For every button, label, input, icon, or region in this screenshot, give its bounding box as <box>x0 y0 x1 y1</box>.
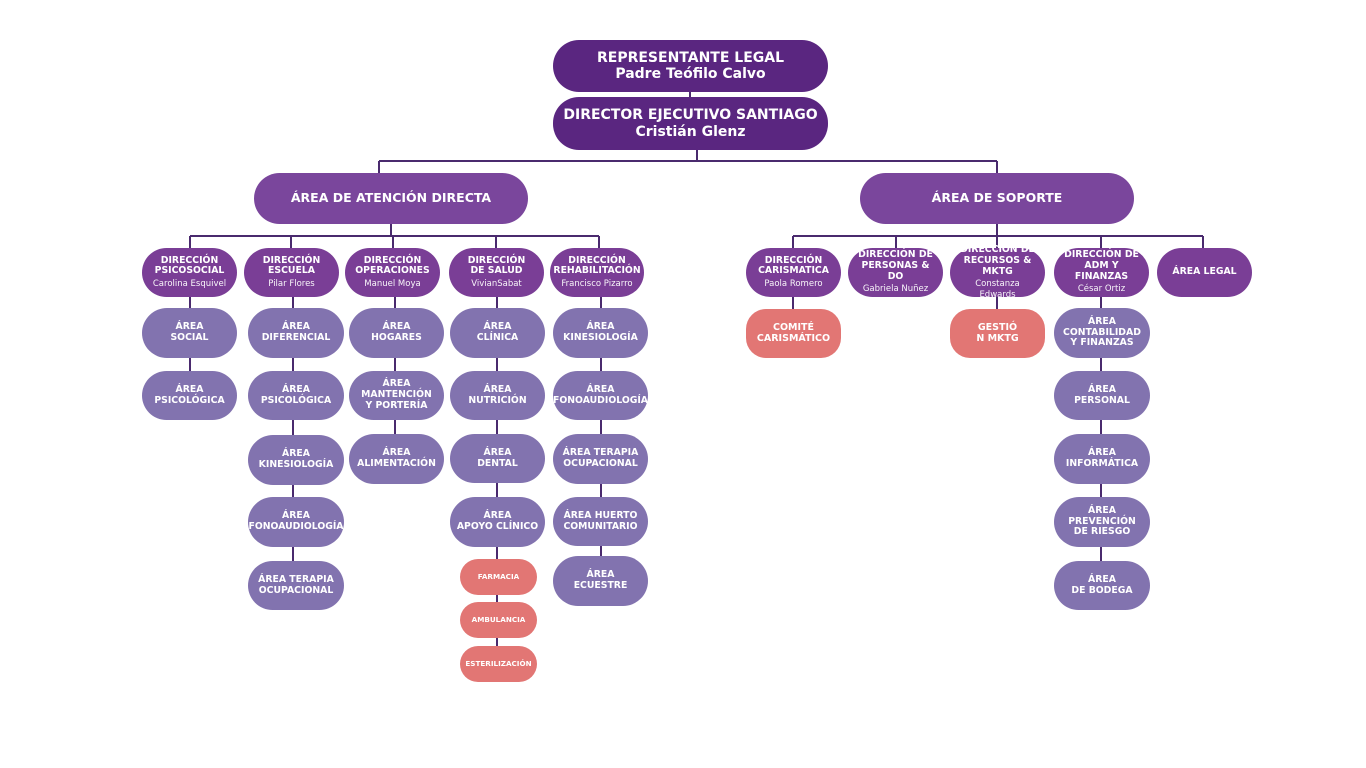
unit-label: ÁREA KINESIOLOGÍA <box>258 448 334 470</box>
unit-rehab-fonoaudiologia: ÁREA FONOAUDIOLOGÍA <box>553 371 648 420</box>
unit-escuela-kinesiologia: ÁREA KINESIOLOGÍA <box>248 435 344 485</box>
unit-label: ÁREA SOCIAL <box>170 321 209 343</box>
direccion-recursos-mktg-title: DIRECCIÓN DE RECURSOS & MKTG <box>960 244 1035 277</box>
direccion-rehabilitacion-title: DIRECCIÓN REHABILITACIÓN <box>553 254 641 277</box>
unit-rehab-kinesiologia: ÁREA KINESIOLOGÍA <box>553 308 648 358</box>
direccion-operaciones: DIRECCIÓN OPERACIONES Manuel Moya <box>345 248 440 297</box>
unit-finanzas-personal: ÁREA PERSONAL <box>1054 371 1150 420</box>
unit-salud-dental: ÁREA DENTAL <box>450 434 545 483</box>
unit-label: ÁREA DENTAL <box>477 446 518 469</box>
subunit-ambulancia: AMBULANCIA <box>460 602 537 638</box>
unit-finanzas-bodega: ÁREA DE BODEGA <box>1054 561 1150 610</box>
direccion-escuela: DIRECCIÓN ESCUELA Pilar Flores <box>244 248 339 297</box>
area-soporte-label: ÁREA DE SOPORTE <box>931 190 1063 206</box>
area-soporte: ÁREA DE SOPORTE <box>860 173 1134 224</box>
area-atencion-directa-label: ÁREA DE ATENCIÓN DIRECTA <box>290 190 492 206</box>
unit-operaciones-mantencion: ÁREA MANTENCIÓN Y PORTERÍA <box>349 371 444 420</box>
unit-label: ÁREA FONOAUDIOLOGÍA <box>553 383 649 406</box>
direccion-carismatica-person: Paola Romero <box>764 279 823 290</box>
direccion-rehabilitacion: DIRECCIÓN REHABILITACIÓN Francisco Pizar… <box>550 248 644 297</box>
unit-psicosocial-psicologica: ÁREA PSICOLÓGICA <box>142 371 237 420</box>
representante-legal-person: Padre Teófilo Calvo <box>615 66 766 82</box>
unit-salud-clinica: ÁREA CLÍNICA <box>450 308 545 358</box>
subunit-label: FARMACIA <box>477 571 520 581</box>
unit-label: ÁREA PERSONAL <box>1074 383 1130 406</box>
direccion-operaciones-title: DIRECCIÓN OPERACIONES <box>355 254 430 277</box>
unit-finanzas-prevencion-riesgo: ÁREA PREVENCIÓN DE RIESGO <box>1054 497 1150 547</box>
subunit-gestion-mktg: GESTIÓ N MKTG <box>950 309 1045 358</box>
unit-label: ÁREA ALIMENTACIÓN <box>357 447 436 469</box>
unit-label: ÁREA ECUESTRE <box>573 569 628 591</box>
unit-label: ÁREA HUERTO COMUNITARIO <box>563 509 638 532</box>
unit-rehab-terapia-ocupacional: ÁREA TERAPIA OCUPACIONAL <box>553 434 648 484</box>
unit-finanzas-informatica: ÁREA INFORMÁTICA <box>1054 434 1150 484</box>
direccion-salud-person: VivianSabat <box>471 279 522 290</box>
direccion-personas-title: DIRECCIÓN DE PERSONAS & DO <box>858 249 933 282</box>
direccion-recursos-mktg-person: Constanza Edwards <box>975 279 1020 300</box>
direccion-operaciones-person: Manuel Moya <box>364 279 421 290</box>
direccion-adm-finanzas: DIRECCIÓN DE ADM Y FINANZAS César Ortiz <box>1054 248 1149 297</box>
direccion-carismatica: DIRECCIÓN CARISMATICA Paola Romero <box>746 248 841 297</box>
area-atencion-directa: ÁREA DE ATENCIÓN DIRECTA <box>254 173 528 224</box>
director-ejecutivo-title: DIRECTOR EJECUTIVO SANTIAGO <box>563 107 818 124</box>
direccion-personas-person: Gabriela Nuñez <box>862 284 929 295</box>
area-legal: ÁREA LEGAL <box>1157 248 1252 297</box>
unit-label: ÁREA PSICOLÓGICA <box>260 383 332 406</box>
unit-label: ÁREA NUTRICIÓN <box>468 383 527 406</box>
unit-label: ÁREA TERAPIA OCUPACIONAL <box>562 447 639 469</box>
unit-label: ÁREA DIFERENCIAL <box>261 321 331 343</box>
unit-rehab-ecuestre: ÁREA ECUESTRE <box>553 556 648 606</box>
representante-legal-title: REPRESENTANTE LEGAL <box>596 49 785 66</box>
unit-salud-nutricion: ÁREA NUTRICIÓN <box>450 371 545 420</box>
unit-escuela-diferencial: ÁREA DIFERENCIAL <box>248 308 344 358</box>
direccion-psicosocial: DIRECCIÓN PSICOSOCIAL Carolina Esquivel <box>142 248 237 297</box>
subunit-comite-carismatico: COMITÉ CARISMÁTICO <box>746 309 841 358</box>
unit-label: ÁREA CONTABILIDAD Y FINANZAS <box>1063 315 1141 349</box>
unit-label: ÁREA FONOAUDIOLOGÍA <box>248 510 344 532</box>
unit-label: ÁREA INFORMÁTICA <box>1065 447 1139 469</box>
unit-label: ÁREA APOYO CLÍNICO <box>456 510 539 532</box>
unit-psicosocial-social: ÁREA SOCIAL <box>142 308 237 358</box>
subunit-label: ESTERILIZACIÓN <box>465 658 532 668</box>
direccion-rehabilitacion-person: Francisco Pizarro <box>561 279 633 290</box>
director-ejecutivo-person: Cristián Glenz <box>635 123 746 140</box>
subunit-esterilizacion: ESTERILIZACIÓN <box>460 646 537 682</box>
subunit-label: COMITÉ CARISMÁTICO <box>756 321 831 344</box>
direccion-escuela-title: DIRECCIÓN ESCUELA <box>262 254 321 277</box>
unit-label: ÁREA TERAPIA OCUPACIONAL <box>258 573 334 596</box>
unit-label: ÁREA MANTENCIÓN Y PORTERÍA <box>361 378 432 411</box>
unit-escuela-psicologica: ÁREA PSICOLÓGICA <box>248 371 344 420</box>
unit-escuela-fonoaudiologia: ÁREA FONOAUDIOLOGÍA <box>248 497 344 547</box>
direccion-psicosocial-title: DIRECCIÓN PSICOSOCIAL <box>154 254 225 277</box>
unit-operaciones-hogares: ÁREA HOGARES <box>349 308 444 358</box>
direccion-recursos-mktg: DIRECCIÓN DE RECURSOS & MKTG Constanza E… <box>950 244 1045 300</box>
subunit-label: AMBULANCIA <box>471 614 526 624</box>
subunit-farmacia: FARMACIA <box>460 559 537 595</box>
unit-finanzas-contabilidad: ÁREA CONTABILIDAD Y FINANZAS <box>1054 308 1150 358</box>
unit-salud-apoyo-clinico: ÁREA APOYO CLÍNICO <box>450 497 545 547</box>
unit-operaciones-alimentacion: ÁREA ALIMENTACIÓN <box>349 434 444 484</box>
unit-label: ÁREA PSICOLÓGICA <box>154 383 225 406</box>
unit-label: ÁREA DE BODEGA <box>1071 573 1133 596</box>
representante-legal-box: REPRESENTANTE LEGAL Padre Teófilo Calvo <box>553 40 828 92</box>
area-legal-title: ÁREA LEGAL <box>1172 266 1237 278</box>
unit-label: ÁREA KINESIOLOGÍA <box>563 321 638 343</box>
direccion-salud: DIRECCIÓN DE SALUD VivianSabat <box>449 248 544 297</box>
unit-escuela-terapia-ocupacional: ÁREA TERAPIA OCUPACIONAL <box>248 561 344 610</box>
direccion-salud-title: DIRECCIÓN DE SALUD <box>467 254 526 277</box>
director-ejecutivo-box: DIRECTOR EJECUTIVO SANTIAGO Cristián Gle… <box>553 97 828 150</box>
unit-rehab-huerto-comunitario: ÁREA HUERTO COMUNITARIO <box>553 497 648 546</box>
direccion-personas: DIRECCIÓN DE PERSONAS & DO Gabriela Nuñe… <box>848 248 943 297</box>
unit-label: ÁREA CLÍNICA <box>476 321 519 343</box>
unit-label: ÁREA HOGARES <box>371 321 422 343</box>
subunit-label: GESTIÓ N MKTG <box>976 321 1019 344</box>
direccion-escuela-person: Pilar Flores <box>268 279 315 290</box>
direccion-adm-finanzas-title: DIRECCIÓN DE ADM Y FINANZAS <box>1064 249 1139 282</box>
unit-label: ÁREA PREVENCIÓN DE RIESGO <box>1068 504 1136 538</box>
direccion-carismatica-title: DIRECCIÓN CARISMATICA <box>758 254 829 277</box>
direccion-adm-finanzas-person: César Ortiz <box>1077 284 1126 295</box>
direccion-psicosocial-person: Carolina Esquivel <box>152 279 227 290</box>
